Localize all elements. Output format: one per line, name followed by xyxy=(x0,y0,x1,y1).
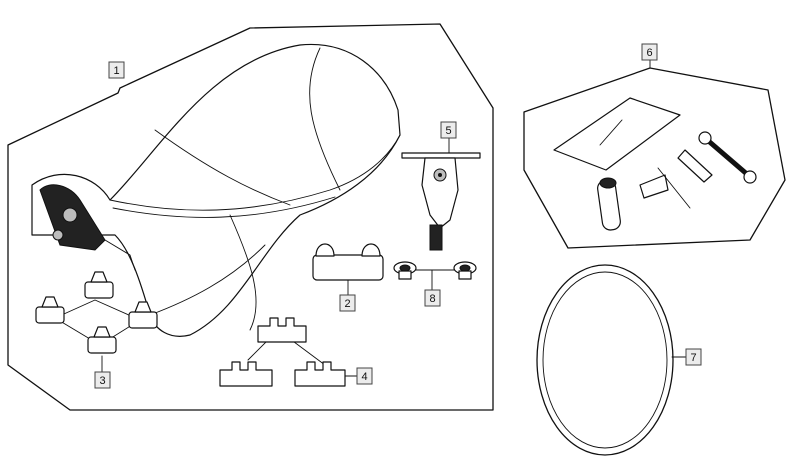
callout-label: 8 xyxy=(429,293,435,305)
toolkit-group-outline xyxy=(523,67,786,249)
callout-label: 3 xyxy=(99,375,105,387)
seat-assembly-icon xyxy=(31,43,401,337)
rubber-band-icon xyxy=(536,264,687,456)
callout-label: 5 xyxy=(445,125,451,137)
callout-6: 6 xyxy=(641,43,658,61)
callout-1: 1 xyxy=(108,61,125,79)
callout-label: 7 xyxy=(690,352,696,364)
callout-3: 3 xyxy=(94,371,111,389)
callout-label: 4 xyxy=(361,371,367,383)
callout-label: 1 xyxy=(113,65,119,77)
rubber-bumper-icon xyxy=(312,243,384,296)
tool-kit-icon xyxy=(553,59,757,231)
seat-group-outline xyxy=(7,23,494,411)
callout-5: 5 xyxy=(440,121,457,139)
callout-label: 2 xyxy=(344,298,350,310)
callout-2: 2 xyxy=(339,294,356,312)
callout-7: 7 xyxy=(685,348,702,366)
rubber-buffer-set-icon xyxy=(35,271,158,373)
clip-set-icon xyxy=(219,317,358,387)
callout-4: 4 xyxy=(356,367,373,385)
callout-label: 6 xyxy=(646,47,652,59)
seat-lock-bracket-icon xyxy=(401,137,481,251)
nut-pair-icon xyxy=(393,261,477,291)
callout-8: 8 xyxy=(424,289,441,307)
